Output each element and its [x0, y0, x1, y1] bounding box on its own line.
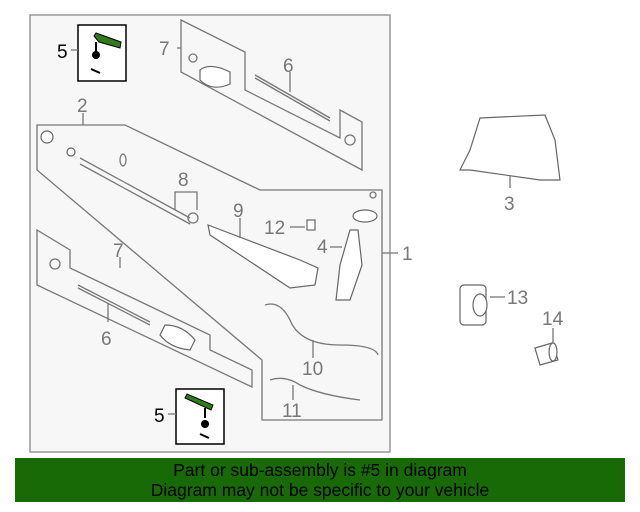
callout-7-top[interactable]: 7 [159, 39, 170, 60]
tie-rod-end-bottom[interactable] [175, 388, 225, 445]
callout-8[interactable]: 8 [178, 170, 189, 191]
callout-7-mid[interactable]: 7 [113, 241, 124, 262]
part-3-shield[interactable] [459, 114, 561, 181]
part-13-bushing[interactable] [459, 284, 488, 326]
callout-14[interactable]: 14 [542, 309, 564, 330]
callout-3[interactable]: 3 [504, 194, 515, 215]
callout-11[interactable]: 11 [282, 401, 302, 422]
callout-6-top[interactable]: 6 [283, 56, 294, 77]
callout-1[interactable]: 1 [402, 244, 413, 265]
banner-line-1: Part or sub-assembly is #5 in diagram [173, 460, 467, 480]
parts-diagram: 5 7 6 2 8 9 12 4 1 10 11 7 6 [29, 14, 564, 453]
boot-kit-panel-top [180, 18, 363, 172]
callout-10[interactable]: 10 [302, 359, 323, 380]
callout-4[interactable]: 4 [317, 237, 328, 258]
boot-kit-panel-mid [36, 228, 253, 389]
callout-5-top[interactable]: 5 [57, 42, 68, 63]
info-banner: Part or sub-assembly is #5 in diagram Di… [15, 458, 625, 502]
callout-12[interactable]: 12 [264, 218, 285, 239]
callout-13[interactable]: 13 [507, 288, 528, 309]
callout-9[interactable]: 9 [233, 201, 244, 222]
callout-6-mid[interactable]: 6 [101, 329, 112, 350]
callout-2[interactable]: 2 [77, 96, 88, 117]
rack-assembly-panel [36, 124, 383, 421]
part-14-bushing[interactable] [534, 342, 559, 366]
banner-line-2: Diagram may not be specific to your vehi… [150, 480, 490, 500]
callout-5-bottom[interactable]: 5 [154, 406, 165, 427]
tie-rod-end-top[interactable] [77, 24, 127, 82]
